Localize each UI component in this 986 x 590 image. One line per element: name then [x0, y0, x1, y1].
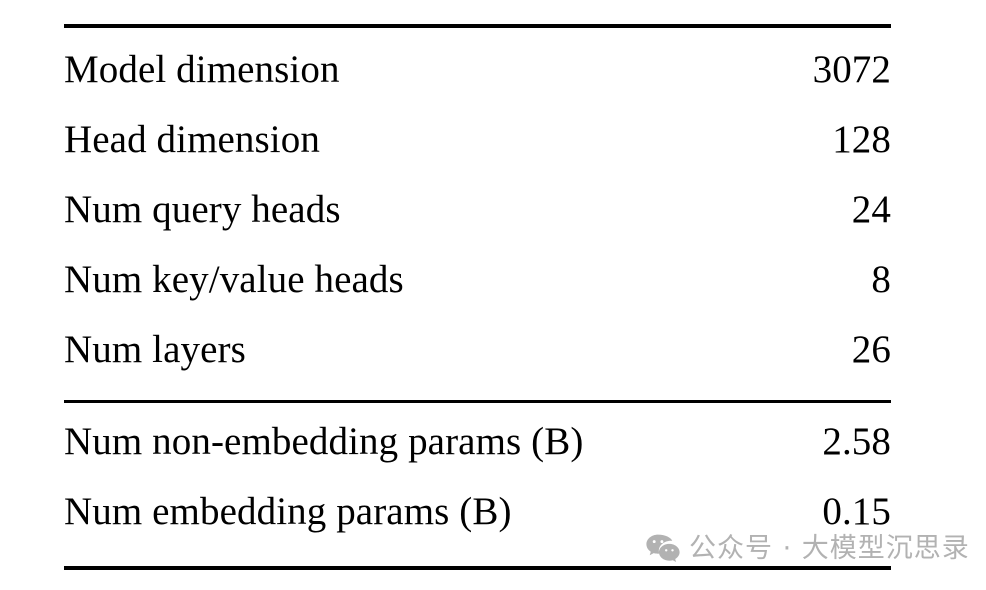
watermark: 公众号 · 大模型沉思录 [646, 530, 970, 566]
row-label: Head dimension [64, 118, 320, 161]
row-value: 2.58 [822, 420, 891, 463]
row-value: 3072 [812, 48, 891, 91]
table-row: Num key/value heads 8 [64, 229, 891, 299]
table-top-rule [64, 24, 891, 28]
row-label: Model dimension [64, 48, 340, 91]
table-row: Num query heads 24 [64, 159, 891, 229]
row-value: 26 [851, 328, 891, 371]
row-value: 8 [871, 258, 891, 301]
spec-table-body: Model dimension 3072 Head dimension 128 … [64, 0, 891, 531]
table-row: Head dimension 128 [64, 89, 891, 159]
row-label: Num non-embedding params (B) [64, 420, 584, 463]
row-label: Num embedding params (B) [64, 490, 512, 533]
row-label: Num query heads [64, 188, 341, 231]
table-row: Model dimension 3072 [64, 0, 891, 89]
row-label: Num layers [64, 328, 246, 371]
row-value: 0.15 [822, 490, 891, 533]
row-label: Num key/value heads [64, 258, 404, 301]
table-bottom-rule [64, 566, 891, 570]
table-row: Num non-embedding params (B) 2.58 [64, 369, 891, 461]
table-middle-rule [64, 400, 891, 403]
spec-table: Model dimension 3072 Head dimension 128 … [64, 0, 891, 531]
table-row: Num layers 26 [64, 299, 891, 369]
table-row: Num embedding params (B) 0.15 [64, 461, 891, 531]
row-value: 128 [832, 118, 891, 161]
wechat-icon [646, 534, 680, 562]
watermark-text: 公众号 · 大模型沉思录 [689, 532, 970, 564]
row-value: 24 [851, 188, 891, 231]
